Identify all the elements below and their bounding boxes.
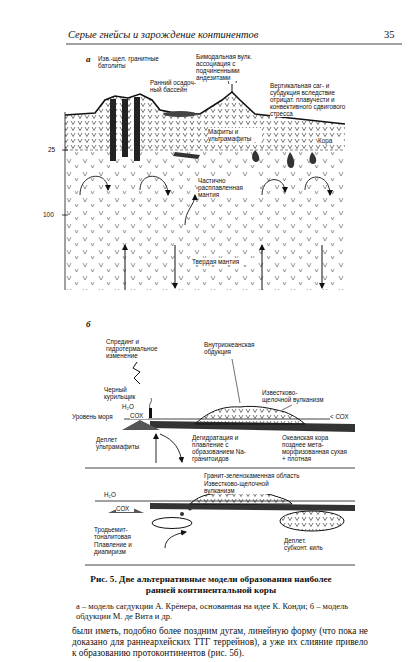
callout-label: Известково-щелочной вулканизм [262, 389, 326, 403]
depth-axis [62, 215, 68, 216]
convection-arrows [305, 177, 330, 195]
callout-label: Черный курильщик [104, 386, 146, 400]
sedimentary-basin [163, 111, 197, 117]
tonalite-lens [180, 512, 184, 516]
ridge-label: СОХ [116, 505, 134, 512]
leader-lines [232, 359, 240, 403]
subcontinental-keel [280, 511, 344, 531]
ridge-mound [108, 505, 144, 513]
batholiths [134, 97, 140, 161]
callout-label: Деплет. субконт. киль [284, 537, 328, 551]
callout-label: Известково-щелочной вулканизм [204, 480, 300, 494]
panel-separator [85, 565, 355, 566]
running-header: Серые гнейсы и зарождение континентов [68, 29, 328, 41]
greenstone-domes [190, 493, 292, 504]
callout-label: Вертикальная саг- и субдукция вследствие… [270, 82, 348, 117]
callout-label: Внутриокеанская обдукция [204, 341, 262, 355]
batholiths [110, 97, 140, 161]
panel-letter: б [86, 319, 98, 329]
melt-arrow [165, 532, 186, 548]
figure-subcaption: а – модель сагдукции А. Крёнера, основан… [76, 601, 366, 621]
formula-label: H₂O [122, 403, 140, 410]
batholiths [122, 99, 128, 157]
leader-lines [282, 405, 292, 410]
depth-number: 25 [48, 146, 62, 153]
upwelling-arrows [156, 434, 157, 463]
sinking-blobs [173, 152, 200, 159]
header-rule [66, 44, 402, 45]
callout-label: Бимодальная вулк. ассоциация с подчиненн… [196, 53, 272, 81]
panel-separator [85, 468, 355, 469]
callout-label: Деплет ультрамафиты [96, 436, 140, 450]
callout-label: Твердая мантия [192, 258, 256, 265]
callout-label: Мафиты и ультрамафиты [208, 128, 262, 142]
convection-arrows [80, 176, 108, 195]
convection-arrows [80, 176, 330, 225]
mantle-flow-arrows [125, 245, 322, 290]
ridge-label: СОХ [130, 412, 148, 419]
sedimentary-basin [163, 111, 197, 117]
mantle-flow-arrows [125, 245, 126, 290]
mantle-flow-arrows [262, 245, 263, 290]
black-smoker [149, 408, 152, 418]
sinking-blobs [173, 150, 316, 168]
callout-label: Частично расплавленная мантия [198, 177, 260, 198]
panel-letter: а [86, 54, 98, 64]
body-text: были иметь, подобно более поздним дугам,… [72, 626, 368, 659]
ridge-mound [108, 505, 144, 513]
callout-label: Спрединг и гидротермальное изменение [106, 338, 168, 359]
callout-label: Кора [318, 137, 342, 144]
black-smoker [149, 398, 152, 418]
ridge-mound [122, 420, 160, 430]
depth-number: 100 [43, 211, 61, 218]
convection-arrows [262, 180, 285, 195]
sinking-blobs [309, 152, 316, 164]
ridge-mound [122, 420, 160, 430]
callout-label: Дегидратация и плавление с образованием … [192, 434, 254, 462]
mantle-flow-arrows [322, 245, 323, 288]
callout-label: Ранний осадоч- ный бассейн [150, 79, 196, 93]
header-rule [66, 44, 402, 45]
ridge-label: < СОХ [330, 413, 356, 420]
obducted-stack [195, 406, 305, 424]
obducted-stack [195, 406, 305, 424]
mantle-region [65, 150, 345, 290]
mantle-flow-arrows [175, 245, 176, 288]
figure-caption: Рис. 5. Две альтернативные модели образо… [86, 574, 336, 596]
callout-label: Изв.-щел. гранитные батолиты [98, 55, 160, 69]
subcontinental-keel [280, 511, 344, 531]
depth-axis [62, 150, 68, 151]
spreading-zigzag [133, 362, 140, 384]
depth-axis [62, 112, 68, 290]
tonalite-lens [152, 518, 192, 529]
callout-label: Океанская кора позднее мета- морфизованн… [282, 434, 350, 462]
callout-label: Плавление и диапиризм [94, 541, 146, 555]
mantle-region [65, 150, 345, 290]
batholiths [110, 99, 116, 161]
depth-axis [65, 112, 66, 290]
upwelling-arrows [156, 434, 182, 463]
sinking-blobs [287, 152, 294, 168]
sinking-blobs [252, 150, 259, 162]
melt-arrow [165, 532, 186, 548]
crust-layer [65, 150, 345, 151]
formula-label: H₂O [104, 491, 122, 498]
spreading-zigzag [133, 362, 140, 384]
page-number: 35 [384, 29, 404, 41]
callout-label: Уровень моря [72, 413, 122, 420]
panel-separator [85, 468, 355, 565]
convection-arrows [185, 195, 195, 225]
callout-label: Гранит-зеленокаменная область [204, 472, 300, 479]
volcano [232, 84, 233, 92]
upwelling-arrows [160, 434, 182, 462]
tonalite-lens [188, 507, 191, 510]
black-smoker [150, 398, 152, 408]
tonalite-lens [152, 507, 192, 528]
convection-arrows [140, 176, 168, 195]
